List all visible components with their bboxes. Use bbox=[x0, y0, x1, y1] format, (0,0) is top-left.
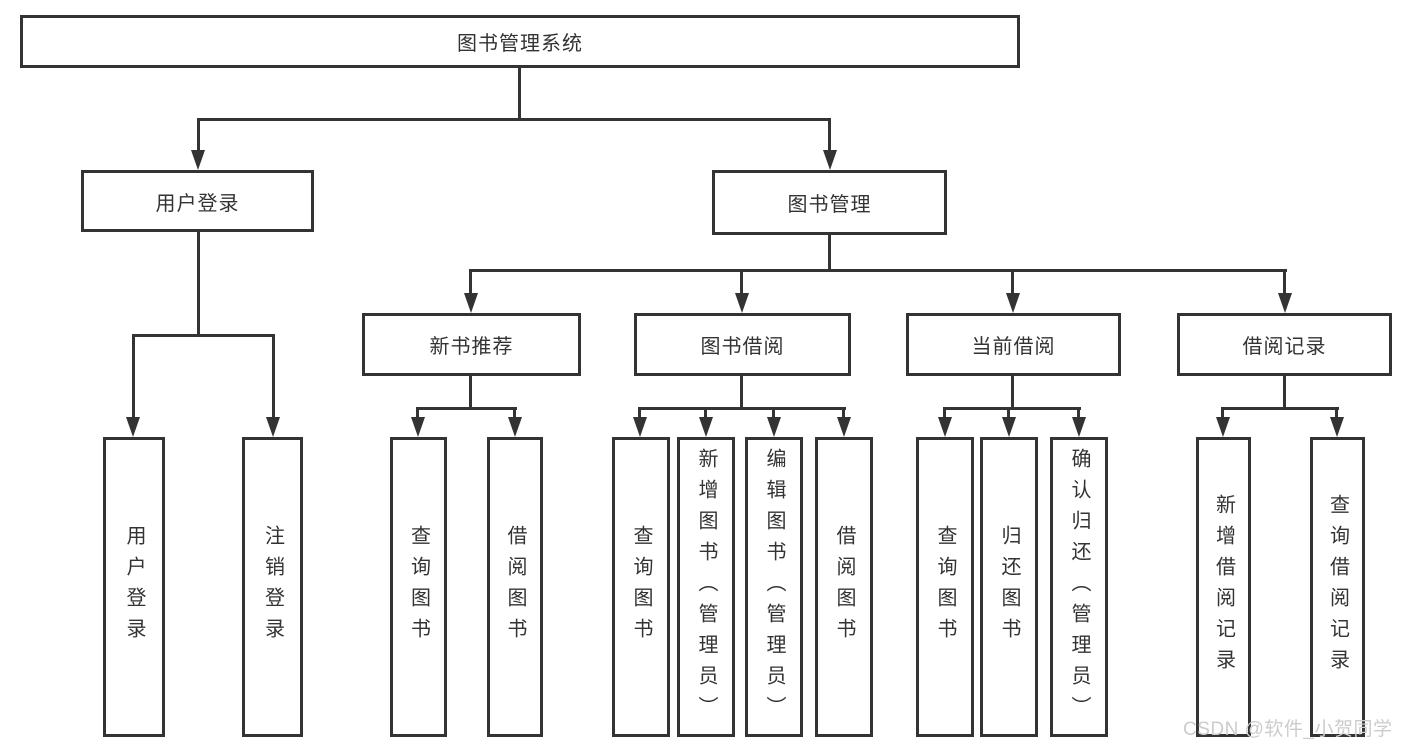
connector-to-leaf-logout bbox=[272, 335, 275, 419]
leaf-edit-books-admin: 编辑图书（管理员） bbox=[745, 437, 803, 737]
arrow-leaf bbox=[699, 417, 713, 437]
node-root: 图书管理系统 bbox=[20, 15, 1020, 68]
leaf-label: 归还图书 bbox=[998, 525, 1020, 649]
leaf-query-books-3: 查询图书 bbox=[916, 437, 974, 737]
arrow-leaf bbox=[411, 417, 425, 437]
connector-leaf bbox=[1335, 408, 1338, 421]
arrow-leaf bbox=[837, 417, 851, 437]
arrow-to-book-mgmt bbox=[823, 150, 837, 170]
connector-records-bar bbox=[1221, 407, 1339, 410]
leaf-label: 查询图书 bbox=[630, 525, 652, 649]
connector-bookmgmt-stem bbox=[828, 235, 831, 271]
node-new-book: 新书推荐 bbox=[362, 313, 581, 376]
leaf-borrow-books-2: 借阅图书 bbox=[815, 437, 873, 737]
node-current-borrow: 当前借阅 bbox=[906, 313, 1121, 376]
connector-root-stem bbox=[518, 68, 521, 120]
leaf-return-books: 归还图书 bbox=[980, 437, 1038, 737]
connector-leaf bbox=[638, 408, 641, 421]
arrow-to-bookborrow bbox=[735, 293, 749, 313]
connector-leaf bbox=[1007, 408, 1010, 421]
node-book-mgmt-label: 图书管理 bbox=[787, 194, 872, 216]
leaf-label: 编辑图书（管理员） bbox=[763, 447, 785, 727]
connector-to-leaf-login bbox=[132, 335, 135, 419]
arrow-leaf bbox=[1330, 417, 1344, 437]
arrow-to-leaf-login bbox=[126, 417, 140, 437]
leaf-query-books-2: 查询图书 bbox=[612, 437, 670, 737]
node-user-login: 用户登录 bbox=[81, 170, 314, 232]
leaf-label: 查询借阅记录 bbox=[1326, 494, 1349, 680]
connector-bookborrow-stem bbox=[740, 376, 743, 408]
arrow-to-currentborrow bbox=[1006, 293, 1020, 313]
node-borrow-records: 借阅记录 bbox=[1177, 313, 1392, 376]
leaf-label: 确认归还（管理员） bbox=[1068, 447, 1090, 727]
arrow-leaf bbox=[938, 417, 952, 437]
connector-newbook-stem bbox=[469, 376, 472, 408]
arrow-to-user-login bbox=[191, 150, 205, 170]
csdn-watermark: CSDN @软件_小贺同学 bbox=[1183, 719, 1393, 740]
leaf-confirm-return-admin: 确认归还（管理员） bbox=[1050, 437, 1108, 737]
node-book-borrow: 图书借阅 bbox=[634, 313, 851, 376]
connector-bookborrow-bar bbox=[638, 407, 846, 410]
leaf-query-books-1: 查询图书 bbox=[390, 437, 447, 737]
connector-to-records bbox=[1283, 270, 1286, 295]
leaf-user-login: 用户登录 bbox=[103, 437, 165, 737]
arrow-leaf bbox=[633, 417, 647, 437]
connector-leaf bbox=[513, 408, 516, 421]
connector-newbook-bar bbox=[416, 407, 517, 410]
connector-userlogin-bar bbox=[132, 334, 275, 337]
node-new-book-label: 新书推荐 bbox=[429, 336, 514, 358]
node-book-borrow-label: 图书借阅 bbox=[700, 336, 785, 358]
node-current-borrow-label: 当前借阅 bbox=[971, 336, 1056, 358]
connector-leaf bbox=[1221, 408, 1224, 421]
node-user-login-label: 用户登录 bbox=[155, 192, 240, 215]
leaf-borrow-books-1: 借阅图书 bbox=[487, 437, 543, 737]
arrow-leaf bbox=[1072, 417, 1086, 437]
connector-leaf bbox=[943, 408, 946, 421]
arrow-to-records bbox=[1278, 293, 1292, 313]
leaf-label: 查询图书 bbox=[407, 525, 430, 649]
connector-leaf bbox=[704, 408, 707, 421]
connector-to-currentborrow bbox=[1011, 270, 1014, 295]
connector-leaf bbox=[772, 408, 775, 421]
connector-leaf bbox=[842, 408, 845, 421]
connector-leaf bbox=[416, 408, 419, 421]
connector-bookmgmt-bar bbox=[469, 269, 1287, 272]
node-root-label: 图书管理系统 bbox=[457, 33, 583, 55]
connector-to-book-mgmt bbox=[828, 120, 831, 154]
connector-records-stem bbox=[1283, 376, 1286, 408]
connector-currentborrow-stem bbox=[1011, 376, 1014, 408]
arrow-leaf bbox=[1002, 417, 1016, 437]
arrow-to-leaf-logout bbox=[266, 417, 280, 437]
leaf-label: 注销登录 bbox=[261, 525, 284, 649]
leaf-label: 借阅图书 bbox=[833, 525, 855, 649]
leaf-add-books-admin: 新增图书（管理员） bbox=[677, 437, 735, 737]
leaf-query-borrow-record: 查询借阅记录 bbox=[1310, 437, 1365, 737]
connector-root-bar bbox=[197, 118, 831, 121]
leaf-logout: 注销登录 bbox=[242, 437, 303, 737]
node-borrow-records-label: 借阅记录 bbox=[1242, 336, 1327, 358]
leaf-add-borrow-record: 新增借阅记录 bbox=[1196, 437, 1251, 737]
leaf-label: 新增借阅记录 bbox=[1212, 494, 1235, 680]
arrow-leaf bbox=[767, 417, 781, 437]
connector-to-newbook bbox=[469, 270, 472, 295]
connector-to-bookborrow bbox=[740, 270, 743, 295]
connector-userlogin-stem bbox=[197, 232, 200, 336]
leaf-label: 用户登录 bbox=[123, 525, 145, 649]
leaf-label: 借阅图书 bbox=[504, 525, 526, 649]
connector-leaf bbox=[1077, 408, 1080, 421]
connector-to-user-login bbox=[197, 120, 200, 154]
leaf-label: 新增图书（管理员） bbox=[695, 447, 717, 727]
arrow-leaf bbox=[508, 417, 522, 437]
node-book-mgmt: 图书管理 bbox=[712, 170, 947, 235]
connector-currentborrow-bar bbox=[943, 407, 1081, 410]
arrow-to-newbook bbox=[464, 293, 478, 313]
leaf-label: 查询图书 bbox=[934, 525, 956, 649]
arrow-leaf bbox=[1216, 417, 1230, 437]
